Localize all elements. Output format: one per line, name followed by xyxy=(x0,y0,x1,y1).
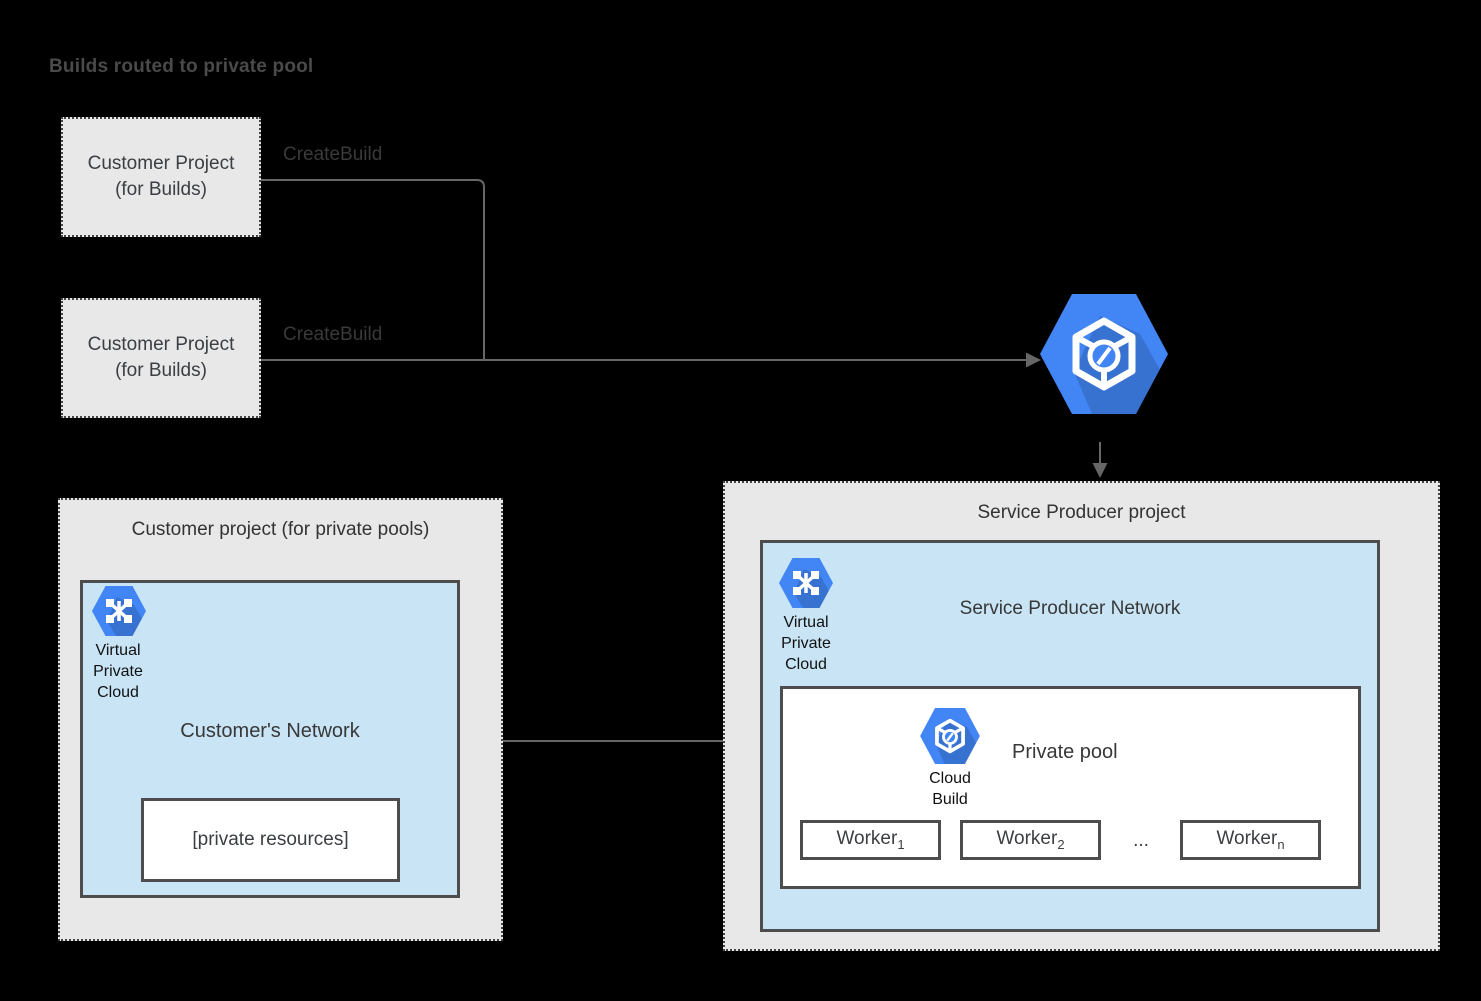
private-resources-box: [private resources] xyxy=(141,798,400,882)
vpc-label-line: Virtual xyxy=(95,642,141,659)
cloud-build-icon xyxy=(920,708,980,764)
private-pool-label: Private pool xyxy=(1012,741,1118,763)
box-label: Customer Project xyxy=(87,153,235,174)
service-producer-project-title: Service Producer project xyxy=(977,502,1186,523)
vpc-label-line: Private xyxy=(93,663,143,680)
customer-network-label: Customer's Network xyxy=(180,720,360,742)
worker-subscript: 1 xyxy=(897,836,905,852)
worker-box-2: Worker2 xyxy=(960,820,1101,860)
cloud-build-icon-label: Cloud Build xyxy=(905,768,995,810)
worker-base: Worker xyxy=(996,828,1058,850)
cloud-build-label-line: Build xyxy=(932,791,968,808)
vpc-label-line: Cloud xyxy=(785,656,827,673)
vpc-label-line: Cloud xyxy=(97,684,139,701)
box-label: (for Builds) xyxy=(115,179,207,200)
cloud-build-label-line: Cloud xyxy=(929,770,971,787)
vpc-label-line: Private xyxy=(781,635,831,652)
vpc-icon-label: Virtual Private Cloud xyxy=(766,612,846,675)
worker-base: Worker xyxy=(1216,828,1278,850)
vpc-icon-label: Virtual Private Cloud xyxy=(78,640,158,703)
page-title: Builds routed to private pool xyxy=(49,56,314,77)
customer-build-project-box-1: Customer Project (for Builds) xyxy=(61,117,261,237)
worker-subscript: 2 xyxy=(1057,836,1065,852)
worker-subscript: n xyxy=(1277,836,1285,852)
box-label: (for Builds) xyxy=(115,360,207,381)
worker-label: Workern xyxy=(1216,828,1284,852)
virtual-private-cloud-icon xyxy=(92,586,146,636)
private-resources-label: [private resources] xyxy=(192,829,349,850)
worker-base: Worker xyxy=(836,828,898,850)
customer-build-project-box-2: Customer Project (for Builds) xyxy=(61,298,261,418)
cloud-build-icon xyxy=(1040,294,1168,414)
create-build-label-1: CreateBuild xyxy=(283,144,383,165)
box-label: Customer Project xyxy=(87,334,235,355)
service-producer-network-label: Service Producer Network xyxy=(959,598,1181,619)
worker-label: Worker2 xyxy=(996,828,1064,852)
customer-pool-project-title: Customer project (for private pools) xyxy=(131,519,430,540)
worker-ellipsis: ... xyxy=(1133,830,1149,851)
worker-box-1: Worker1 xyxy=(800,820,941,860)
virtual-private-cloud-icon xyxy=(779,558,833,608)
worker-label: Worker1 xyxy=(836,828,904,852)
vpc-label-line: Virtual xyxy=(783,614,829,631)
worker-box-n: Workern xyxy=(1180,820,1321,860)
create-build-label-2: CreateBuild xyxy=(283,324,383,345)
